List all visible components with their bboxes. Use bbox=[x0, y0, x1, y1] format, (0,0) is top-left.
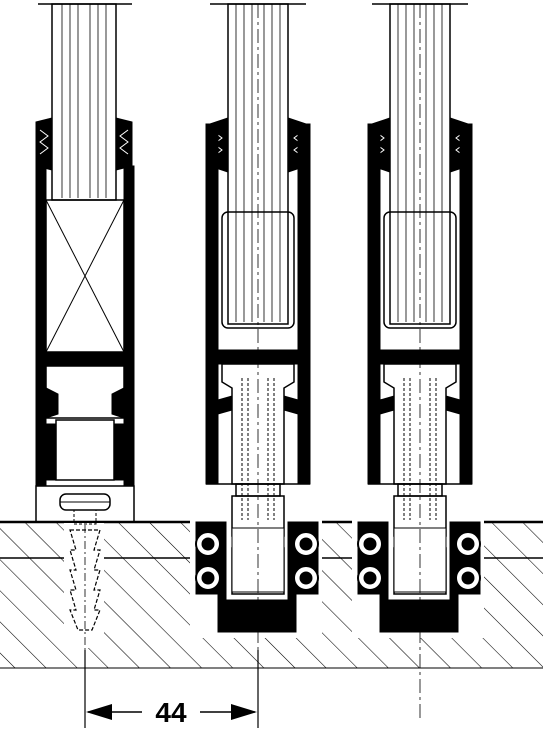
sliding-panel-middle bbox=[195, 3, 319, 720]
dimension-44: 44 bbox=[84, 650, 259, 728]
dimension-label: 44 bbox=[155, 697, 187, 728]
fixed-panel-left bbox=[35, 3, 135, 650]
